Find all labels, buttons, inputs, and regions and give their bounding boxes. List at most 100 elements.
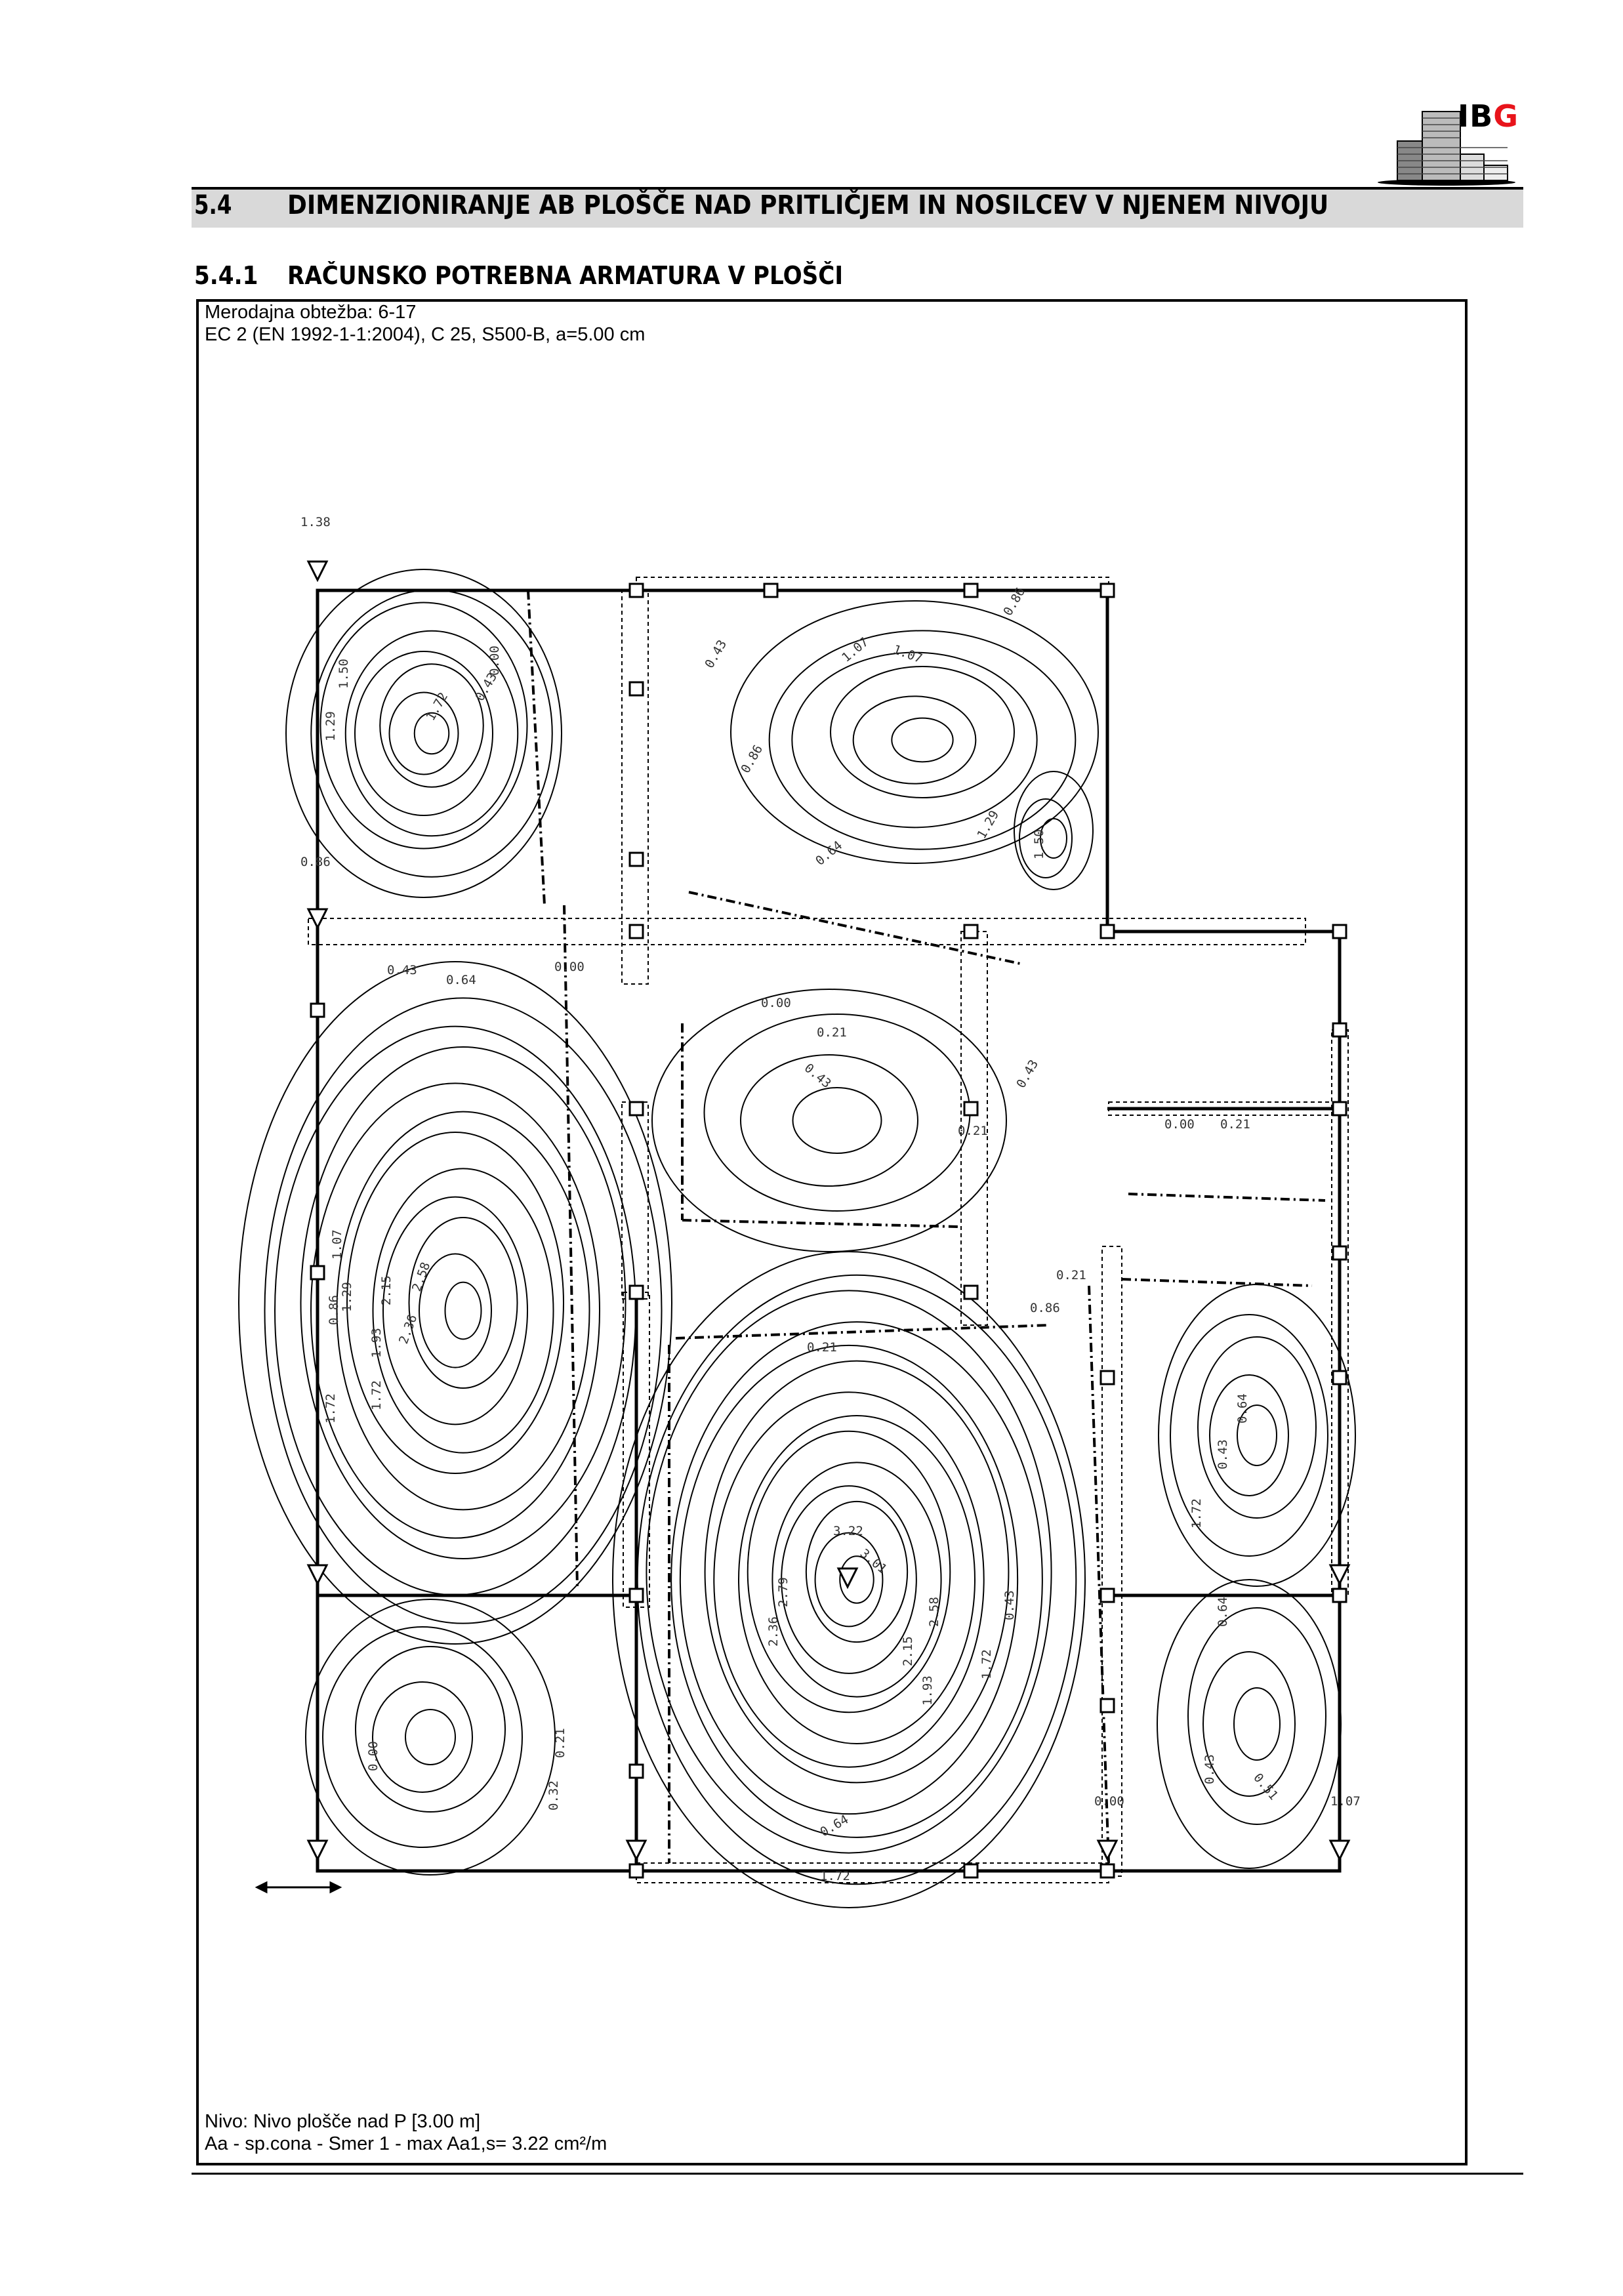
contour-value-label: 0.86 (1030, 1301, 1060, 1315)
contour-line (781, 1485, 917, 1674)
contour-value-label: 2.36 (766, 1616, 781, 1647)
column-square (763, 583, 779, 598)
contour-value-label: 0.86 (300, 855, 331, 869)
contour-line (1170, 1314, 1328, 1557)
contour-value-label: 1.72 (1189, 1498, 1204, 1528)
contour-value-label: 0.21 (1056, 1268, 1086, 1282)
contour-line (1209, 1374, 1289, 1496)
subsection-number: 5.4.1 (194, 261, 258, 290)
logo-text: IBG (1458, 98, 1519, 134)
contour-line (344, 630, 519, 837)
contour-value-label: 0.64 (1216, 1597, 1230, 1627)
column-square (1099, 1863, 1115, 1879)
column-square (1099, 1698, 1115, 1713)
section-number: 5.4 (194, 190, 232, 220)
column-square (1099, 1588, 1115, 1603)
contour-line (1197, 1336, 1317, 1519)
section-title: DIMENZIONIRANJE AB PLOŠČE NAD PRITLIČJEM… (287, 190, 1329, 220)
drawing-load-case: Merodajna obtežba: 6-17 (205, 302, 417, 323)
contour-value-label: 0.43 (1002, 1590, 1017, 1620)
support-triangle-icon (306, 560, 329, 583)
contour-value-label: 0.86 (327, 1295, 341, 1325)
contour-value-label: 1.50 (337, 659, 351, 689)
column-square (1332, 1022, 1347, 1038)
column-square (963, 1101, 979, 1117)
column-square (628, 1863, 644, 1879)
column-square (628, 1588, 644, 1603)
logo-text-main: IB (1458, 98, 1494, 134)
zero-contour-line (1128, 1193, 1326, 1202)
contour-line (408, 1217, 518, 1389)
contour-value-label: 1.72 (323, 1393, 338, 1424)
drawing-result-type: Aa - sp.cona - Smer 1 - max Aa1,s= 3.22 … (205, 2133, 607, 2154)
contour-line (310, 589, 553, 878)
column-square (1332, 1370, 1347, 1385)
contour-value-label: 0.64 (1235, 1393, 1250, 1424)
column-square (963, 583, 979, 598)
contour-line (771, 1462, 942, 1698)
contour-line (891, 717, 954, 763)
column-square (1332, 1245, 1347, 1261)
contour-line (839, 1555, 874, 1604)
contour-value-label: 0.43 (702, 638, 729, 671)
contour-value-label: 1.07 (330, 1229, 344, 1260)
contour-line (792, 1087, 882, 1154)
contour-line (388, 691, 459, 775)
contour-value-label: 0.43 (1216, 1439, 1230, 1469)
contour-value-label: 1.29 (974, 808, 1002, 842)
contour-line (1237, 1404, 1277, 1466)
contour-line (444, 1281, 482, 1340)
zero-contour-line (675, 1324, 1050, 1340)
contour-value-label: 0.00 (1164, 1117, 1195, 1132)
contour-line (1233, 1687, 1281, 1761)
contour-line (1040, 818, 1067, 859)
contour-value-label: 0.43 (387, 963, 417, 977)
contour-line (651, 989, 1007, 1252)
contour-value-label: 1.07 (1330, 1794, 1361, 1809)
support-triangle-icon (1328, 1564, 1351, 1586)
contour-line (1202, 1651, 1296, 1797)
contour-line (730, 600, 1099, 864)
column-square (1099, 1370, 1115, 1385)
contour-value-label: 0.21 (1220, 1117, 1250, 1132)
column-square (628, 851, 644, 867)
subsection-title: RAČUNSKO POTREBNA ARMATURA V PLOŠČI (287, 261, 844, 290)
section-heading-bar (192, 187, 1523, 228)
zero-contour-line (682, 1219, 958, 1228)
contour-value-label: 2.15 (901, 1636, 915, 1666)
contour-value-label: 1.38 (300, 515, 331, 529)
contour-value-label: 0.43 (1014, 1057, 1041, 1091)
contour-line (354, 651, 493, 816)
contour-line (382, 1196, 528, 1425)
zero-contour-line (527, 590, 546, 906)
contour-line (704, 1360, 1010, 1784)
contour-value-label: 1.72 (369, 1380, 384, 1410)
contour-value-label: 1.07 (891, 642, 924, 666)
contour-line (264, 997, 663, 1624)
support-triangle-icon (306, 908, 329, 930)
contour-line (285, 569, 562, 898)
support-triangle-icon (625, 1839, 647, 1862)
contour-line (1019, 798, 1073, 878)
contour-value-label: 0.51 (1250, 1771, 1281, 1803)
contour-line (355, 1646, 506, 1813)
column-square (1332, 924, 1347, 939)
contour-line (405, 1709, 456, 1765)
contour-line (740, 1054, 918, 1187)
contour-line (612, 1251, 1086, 1908)
contour-value-label: 1.72 (423, 690, 451, 724)
contour-line (814, 1532, 884, 1628)
contour-line (1158, 1284, 1356, 1587)
slab-outline (316, 588, 1342, 1873)
drawing-frame (196, 299, 1468, 2165)
contour-value-label: 0.21 (817, 1025, 847, 1040)
contour-line (419, 1253, 492, 1368)
contour-value-label: 2.58 (927, 1597, 941, 1627)
contour-value-label: 0.00 (554, 960, 585, 974)
contour-value-label: 1.29 (340, 1282, 354, 1312)
contour-line (379, 663, 484, 788)
column-square (628, 583, 644, 598)
support-triangle-icon (836, 1567, 859, 1589)
contour-value-label: 1.93 (920, 1675, 935, 1706)
